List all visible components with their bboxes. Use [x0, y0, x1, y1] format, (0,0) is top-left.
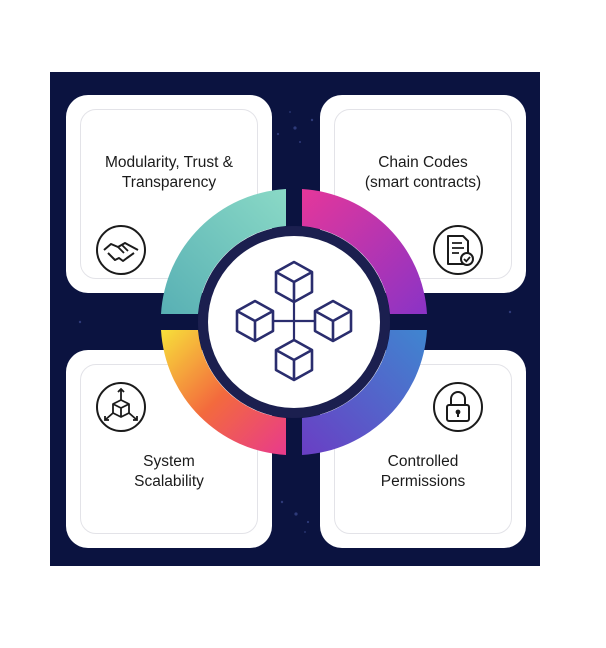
card-frame: [334, 364, 512, 534]
card-label: Chain Codes (smart contracts): [364, 154, 482, 191]
scalability-cube-icon: [96, 382, 146, 432]
arc-bottom-left: [161, 330, 286, 455]
background-dots: [78, 111, 512, 533]
card-label: Controlled Permissions: [380, 453, 466, 490]
arc-top-right: [302, 189, 427, 314]
document-check-icon: [433, 225, 483, 275]
handshake-icon: [96, 225, 146, 275]
blockchain-cubes-icon: [235, 260, 353, 382]
arc-bottom-right: [302, 330, 427, 455]
padlock-icon: [433, 382, 483, 432]
card-label: Modularity, Trust & Transparency: [104, 154, 234, 191]
arc-top-left: [161, 189, 286, 314]
card-label: System Scalability: [134, 453, 204, 490]
card-frame: [334, 109, 512, 279]
